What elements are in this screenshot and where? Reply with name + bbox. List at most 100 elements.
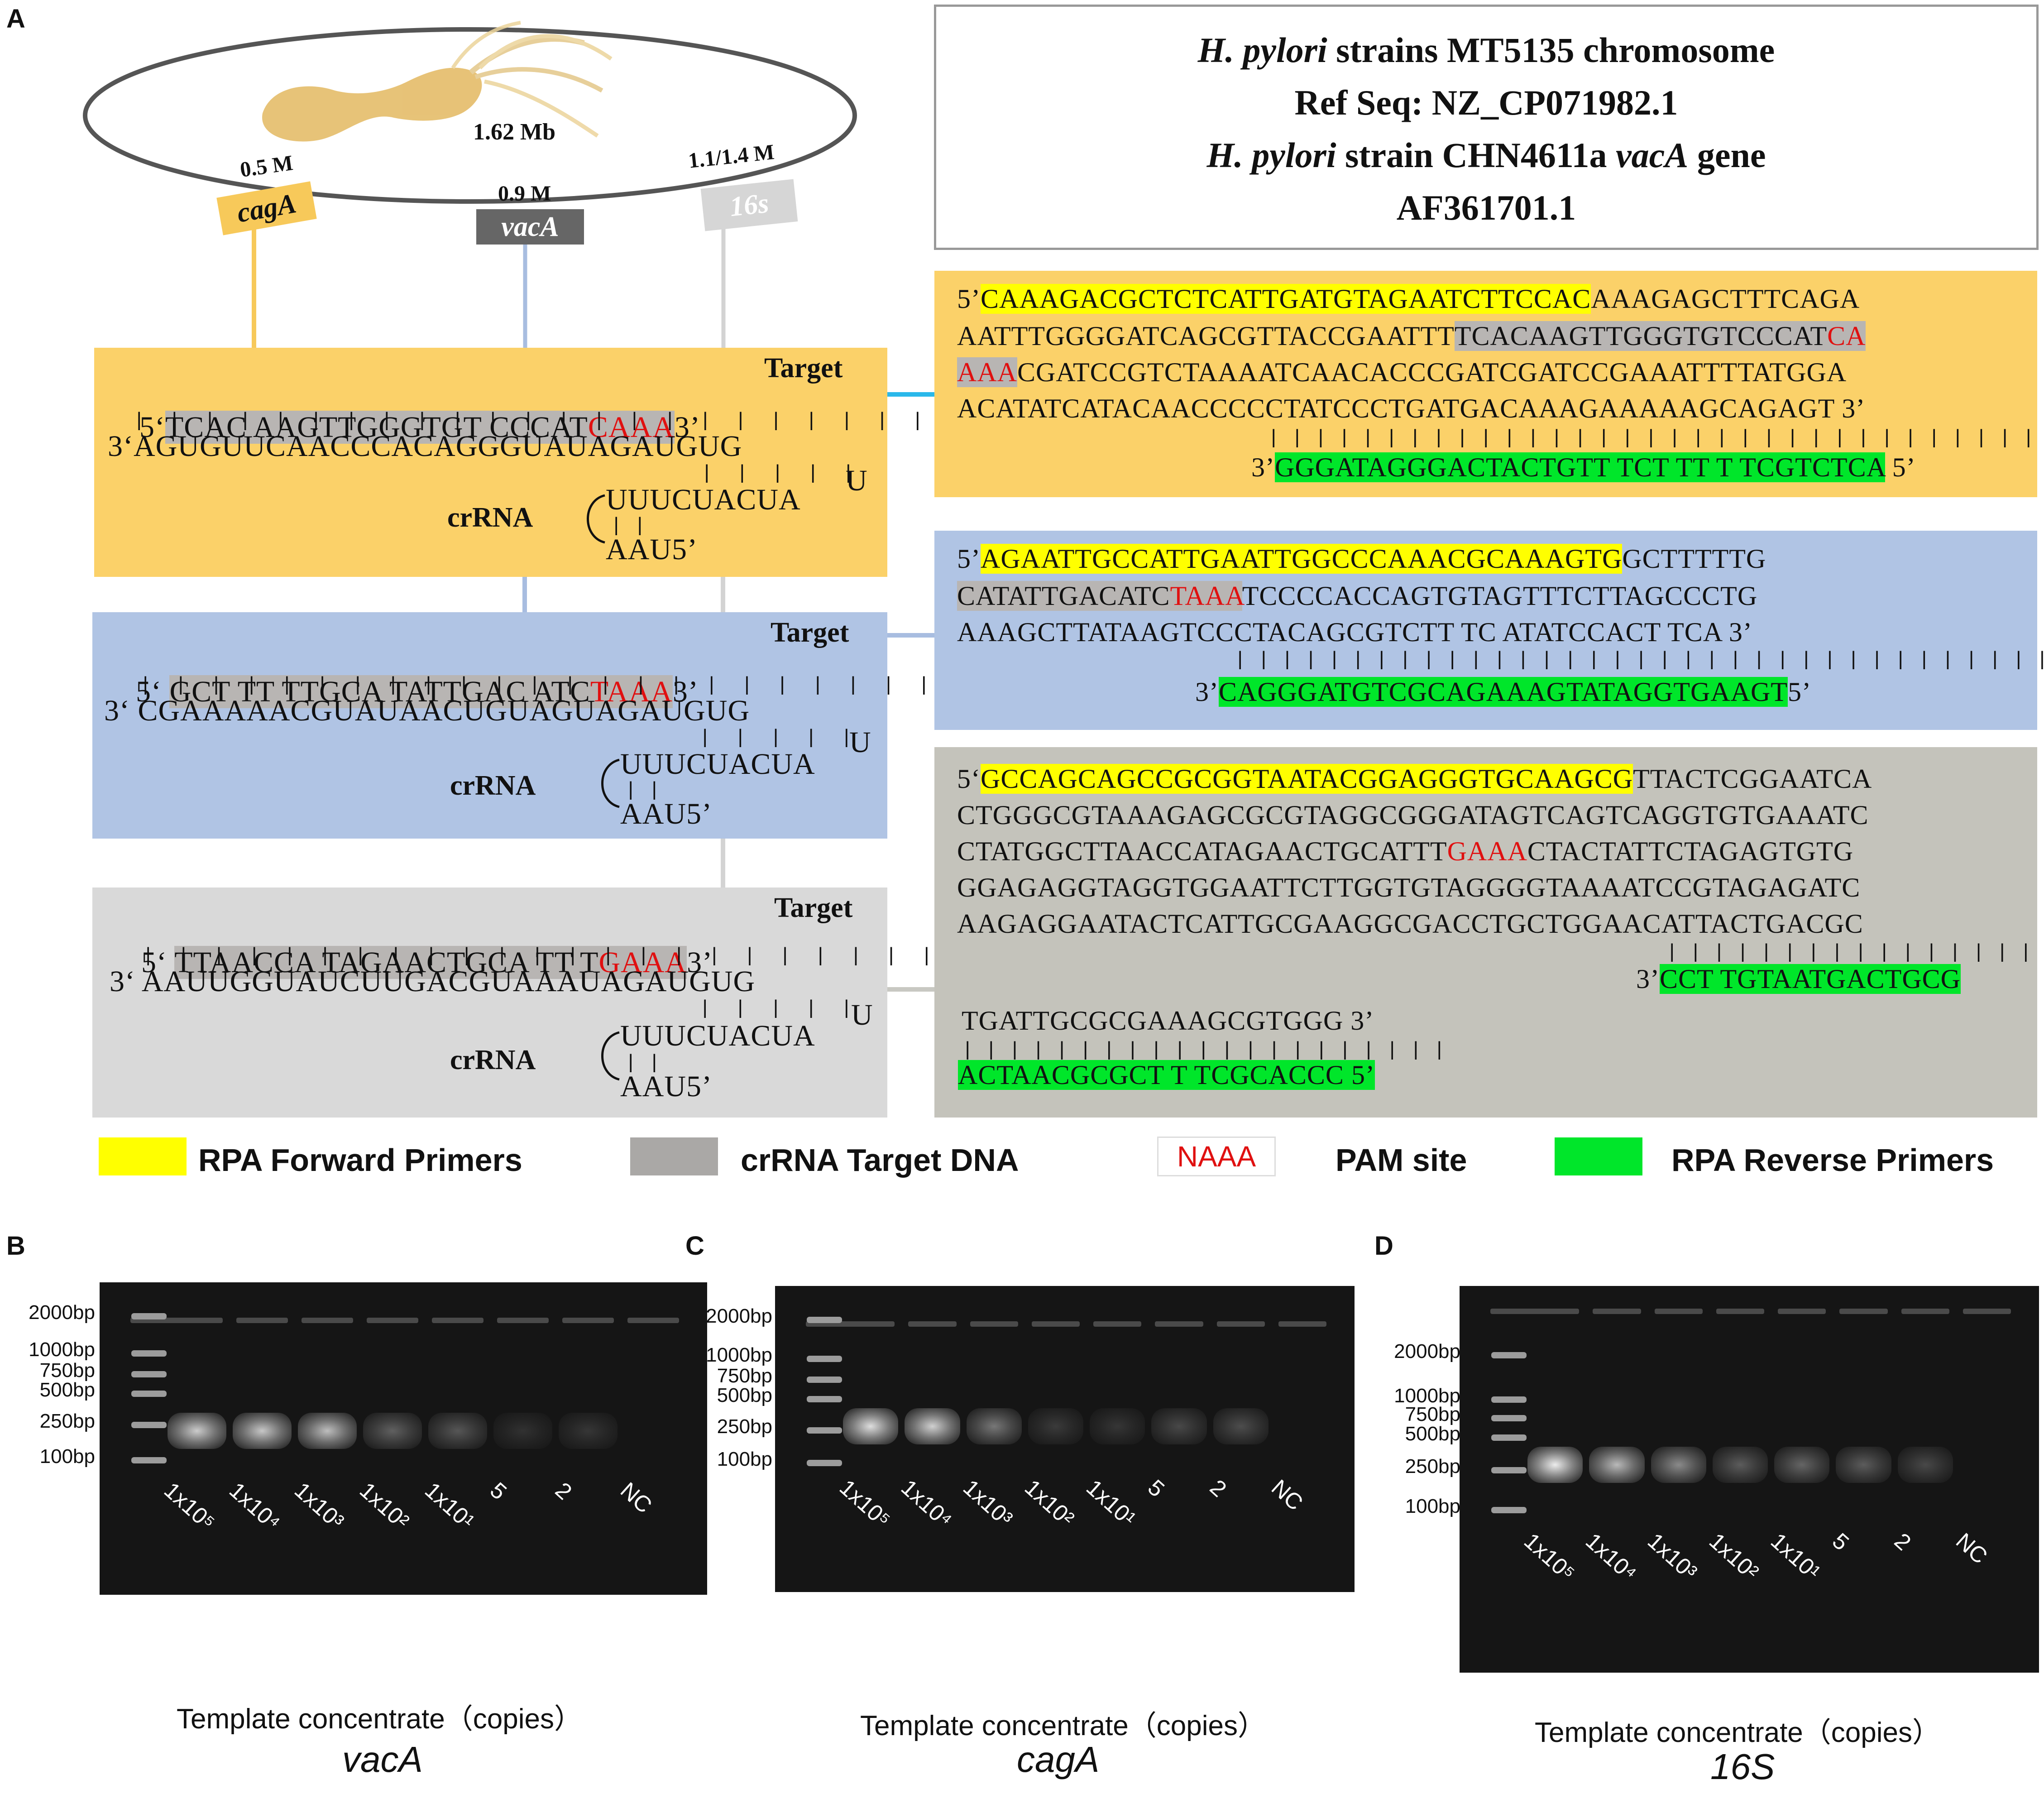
chromosome-diagram (83, 21, 857, 362)
legend-label-target: crRNA Target DNA (741, 1142, 1019, 1178)
loop-ticks: | | (625, 1052, 661, 1074)
lane-label: 1x10³ (1642, 1528, 1702, 1585)
lane-label: 1x10⁴ (224, 1477, 285, 1536)
crrna-strand: 3‘ AAUUGGUAUCUUGACGUAAAUAGAUGUG (110, 965, 756, 998)
amplicon-line-3: CTATGGCTTAACCATAGAACTGCATTTGAAACTACTATTC… (957, 836, 1854, 866)
lane-label: 1x10⁵ (1519, 1528, 1580, 1586)
ladder-band (131, 1313, 167, 1319)
info-line-3: H. pylori strain CHN4611a vacA gene (1206, 135, 1766, 175)
ladder-band (1491, 1352, 1527, 1358)
ladder-band (1491, 1415, 1527, 1421)
gel-well (1216, 1321, 1265, 1327)
legend-swatch-pam: NAAA (1157, 1137, 1276, 1176)
sample-band (363, 1413, 422, 1449)
gel-x-label: Template concentrate（copies） (860, 1710, 1266, 1741)
connector-vaca-vertical (522, 577, 527, 612)
stem-bottom: AAU5’ (620, 797, 712, 830)
lane-label: 1x10¹ (1081, 1474, 1141, 1532)
sample-band (1028, 1408, 1083, 1444)
base-pair-ticks: | | | | | | | | | | | | | | | | | | | | … (139, 674, 1036, 697)
target-label: Target (774, 892, 853, 923)
connector-16s-vertical-1 (721, 577, 725, 612)
lane-label: 1x10⁴ (896, 1474, 957, 1533)
crrna-strand: 3‘ CGAAAAACGUAUAACUGUAGUAGAUGUG (104, 694, 750, 727)
lane-label: NC (1951, 1528, 1992, 1569)
legend-swatch-target (630, 1137, 718, 1175)
sample-band (1712, 1447, 1768, 1483)
ladder-label: 100bp (39, 1445, 95, 1468)
loop-u: U (851, 998, 873, 1031)
crrna-label: crRNA (447, 502, 533, 533)
amplicon-panel-16s: 5‘GCCAGCAGCCGCGGTAATACGGAGGGTGCAAGCGTTAC… (934, 747, 2037, 1118)
lane-label: 1x10¹ (1766, 1528, 1825, 1585)
sample-band (1527, 1447, 1583, 1483)
ladder-label: 500bp (1405, 1423, 1460, 1445)
ladder-band (131, 1350, 167, 1357)
sample-band (1589, 1447, 1645, 1483)
lane-label: 1x10² (354, 1477, 414, 1535)
gene-name-vaca: vacA (501, 211, 559, 242)
legend-label-reverse: RPA Reverse Primers (1671, 1142, 1994, 1178)
stem-top: UUUCUACUA (620, 1019, 815, 1052)
gel-well (970, 1321, 1018, 1327)
lane-label: 1x10¹ (420, 1477, 479, 1535)
ladder-band (807, 1396, 842, 1402)
sample-band (298, 1413, 357, 1449)
stem-bottom: AAU5’ (606, 533, 698, 566)
gel-well (497, 1318, 549, 1323)
info-line-1: H. pylori strains MT5135 chromosome (1197, 30, 1775, 70)
genome-size-label: 1.62 Mb (473, 119, 555, 145)
legend-pam-text: NAAA (1177, 1140, 1256, 1173)
primer-ticks-1: | | | | | | | | | | | | | | | | (1666, 941, 2032, 964)
ladder-label: 250bp (717, 1415, 772, 1438)
gel-well (432, 1318, 483, 1323)
reverse-primer-line-1: 3’CCT TGTAATGACTGCG (1636, 964, 1961, 994)
connector-16s (887, 987, 935, 992)
info-line-4: AF361701.1 (1396, 188, 1576, 227)
lane-label: 2 (1889, 1528, 1916, 1555)
stem-ticks: | | | | | (701, 462, 854, 485)
gel-well (1155, 1321, 1203, 1327)
gel-well (1654, 1309, 1703, 1314)
ladder-band (807, 1317, 842, 1323)
sample-band (168, 1413, 226, 1449)
gel-well (367, 1318, 418, 1323)
sample-band (1213, 1408, 1269, 1444)
crrna-panel-vaca: Target 5‘ GCT TT TTGCA TATTGAC ATCTAAA3’… (92, 612, 1036, 839)
sample-band (1897, 1447, 1953, 1483)
sample-band (233, 1413, 292, 1449)
gel-well (1901, 1309, 1949, 1314)
legend-swatch-reverse (1555, 1137, 1642, 1175)
crrna-panel-16s: Target 5‘ TTAACCA TAGAACTGCA TT TGAAA3’ … (92, 887, 1039, 1118)
sample-band (1151, 1408, 1207, 1444)
lane-label: 1x10⁵ (159, 1477, 220, 1535)
primer-ticks-2: | | | | | | | | | | | | | | | | | | | | … (962, 1039, 1446, 1062)
amplicon-line-6: TGATTGCGCGAAAGCGTGGG 3’ (962, 1006, 1374, 1036)
lane-label: 1x10³ (958, 1474, 1017, 1532)
ladder-band (131, 1371, 167, 1377)
lane-label: 1x10³ (289, 1477, 349, 1535)
legend-swatch-forward (99, 1137, 187, 1175)
ladder-band (1491, 1467, 1527, 1473)
bacterium-illustration (262, 21, 613, 142)
gel-well (1778, 1309, 1826, 1314)
ladder-band (1491, 1507, 1527, 1513)
connector-vaca (887, 633, 935, 638)
gel-well (1716, 1309, 1764, 1314)
ladder-label: 500bp (39, 1379, 95, 1401)
ladder-label: 750bp (1405, 1403, 1460, 1425)
ladder-band (131, 1391, 167, 1397)
reference-info-box: H. pylori strains MT5135 chromosome Ref … (934, 5, 2039, 250)
ladder-label: 2000bp (706, 1305, 772, 1327)
amplicon-panel-vaca: 5’AGAATTGCCATTGAATTGGCCCAAACGCAAAGTGGCTT… (934, 531, 2044, 730)
gel-x-label: Template concentrate（copies） (177, 1703, 583, 1735)
legend-label-pam: PAM site (1336, 1142, 1467, 1178)
lane-label: 1x10² (1704, 1528, 1764, 1585)
amplicon-line-5: AAGAGGAATACTCATTGCGAAGGCGACCTGCTGGAACATT… (957, 909, 1863, 939)
ladder-label: 250bp (39, 1410, 95, 1432)
gene-pos-vaca: 0.9 M (498, 182, 551, 206)
loop-u: U (846, 464, 868, 497)
reverse-primer-line: 3’CAGGGATGTCGCAGAAAGTATAGGTGAAGT5’ (1195, 677, 1811, 707)
